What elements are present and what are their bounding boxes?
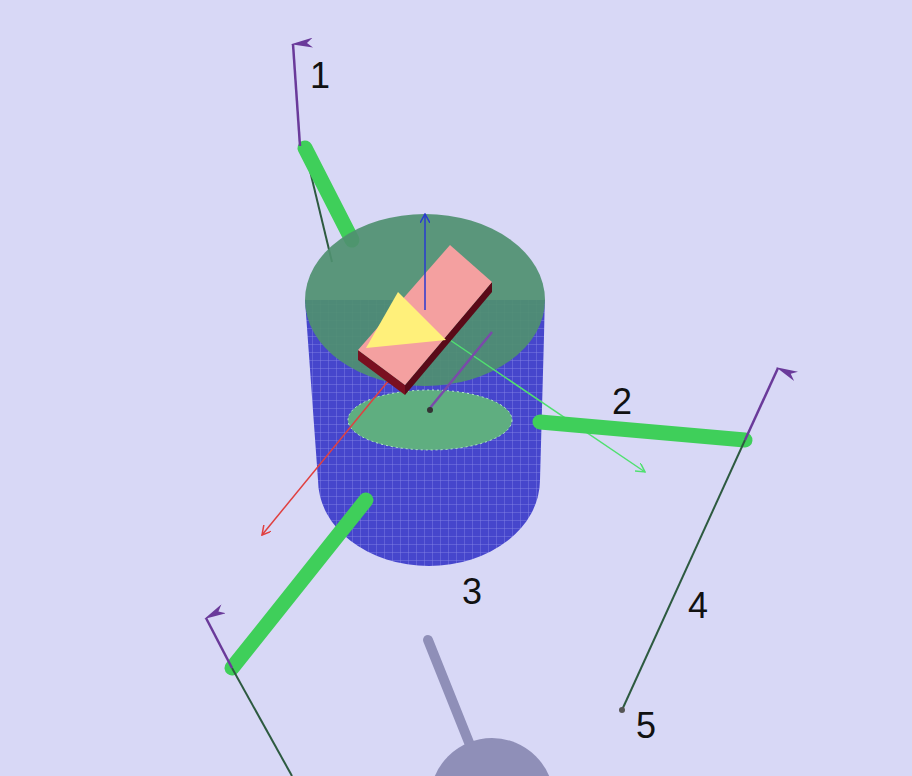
callout-number: 1 <box>310 58 330 94</box>
callout-number: 3 <box>462 574 482 610</box>
callout-number: 4 <box>688 588 708 624</box>
callout-number: 5 <box>636 708 656 744</box>
callout-number: 2 <box>612 384 632 420</box>
